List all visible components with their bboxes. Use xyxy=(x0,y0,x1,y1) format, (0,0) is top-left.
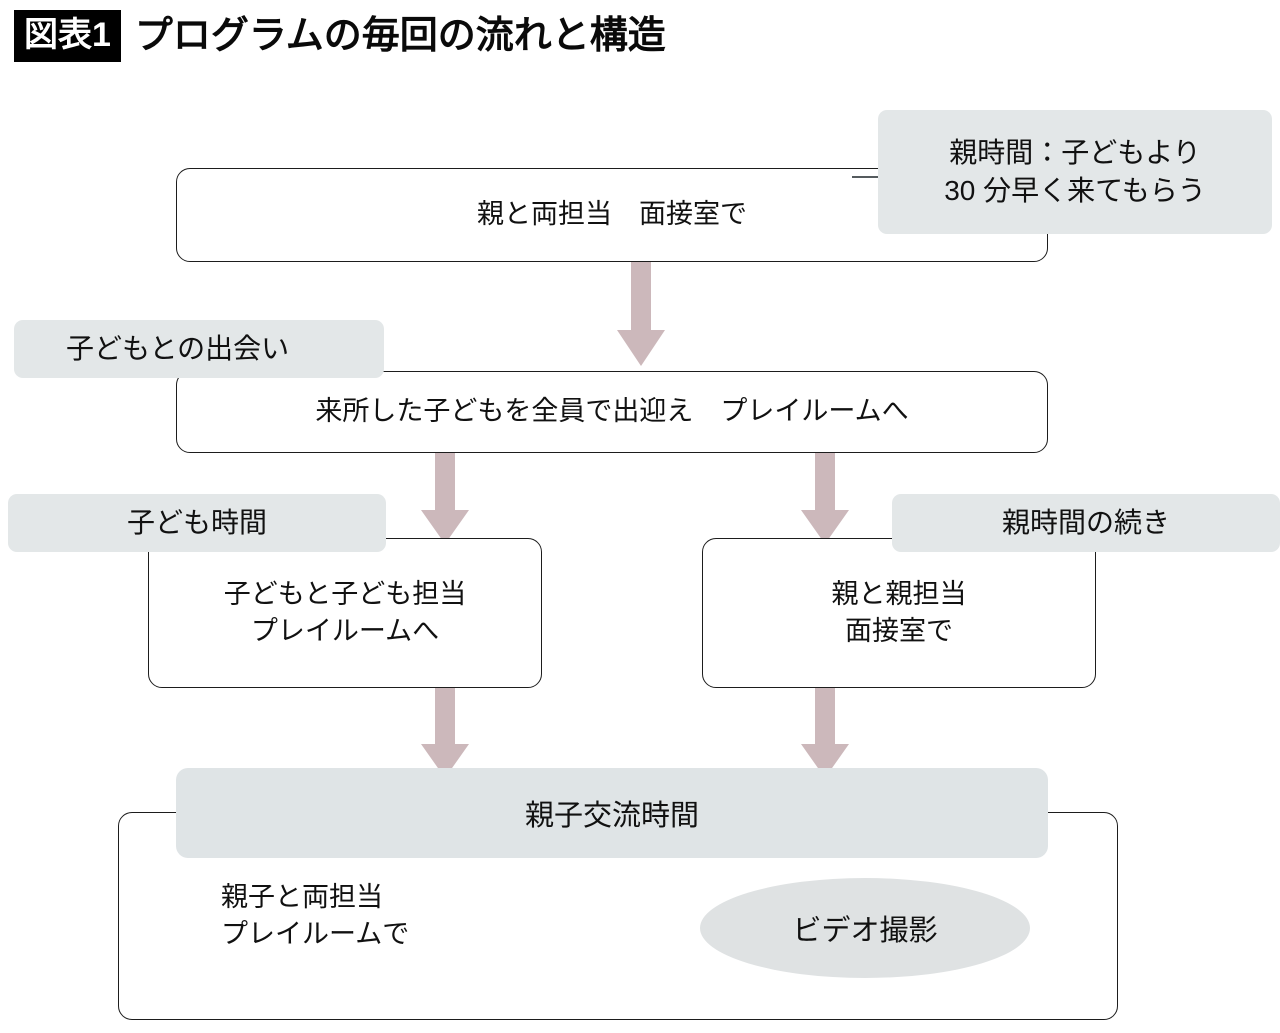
node-parent-session-line2: 面接室で xyxy=(845,616,953,646)
ellipse-video-recording-label: ビデオ撮影 xyxy=(792,915,938,947)
node-child-session[interactable]: 子どもと子ども担当 プレイルームへ xyxy=(148,538,542,688)
node-parent-interview-label: 親と両担当 面接室で xyxy=(477,199,747,230)
banner-family-exchange-time-label: 親子交流時間 xyxy=(524,800,699,832)
arrow-down-2 xyxy=(419,448,471,546)
tag-parent-time-note: 親時間：子どもより 30 分早く来てもらう xyxy=(878,110,1272,234)
node-welcome-children-label: 来所した子どもを全員で出迎え プレイルームへ xyxy=(315,396,909,427)
node-child-session-line2: プレイルームへ xyxy=(250,616,440,646)
tag-parent-time-continued: 親時間の続き xyxy=(892,494,1280,552)
tag-child-time: 子ども時間 xyxy=(8,494,386,552)
tag-meeting-children: 子どもとの出会い xyxy=(14,320,384,378)
callout-connector-parent-time xyxy=(852,176,884,178)
arrow-down-5 xyxy=(799,682,851,780)
node-family-session-line2: プレイルームで xyxy=(221,919,410,949)
arrow-down-3 xyxy=(799,448,851,546)
tag-parent-time-note-line1: 親時間：子どもより xyxy=(949,137,1201,169)
tag-parent-time-note-line2: 30 分早く来てもらう xyxy=(944,175,1206,206)
figure-number-badge: 図表1 xyxy=(14,10,121,62)
ellipse-video-recording: ビデオ撮影 xyxy=(700,878,1030,978)
tag-child-time-label: 子ども時間 xyxy=(126,507,267,539)
node-parent-session[interactable]: 親と親担当 面接室で xyxy=(702,538,1096,688)
banner-family-exchange-time: 親子交流時間 xyxy=(176,768,1048,858)
arrow-down-4 xyxy=(419,682,471,780)
node-welcome-children[interactable]: 来所した子どもを全員で出迎え プレイルームへ xyxy=(176,371,1048,453)
tag-parent-time-continued-label: 親時間の続き xyxy=(1001,507,1170,539)
tag-meeting-children-label: 子どもとの出会い xyxy=(66,333,290,365)
page-title: 図表1 プログラムの毎回の流れと構造 xyxy=(14,10,666,62)
arrow-down-1 xyxy=(615,258,667,368)
figure-title-text: プログラムの毎回の流れと構造 xyxy=(134,15,666,57)
node-parent-session-line1: 親と親担当 xyxy=(831,578,967,609)
node-family-session-line1: 親子と両担当 xyxy=(221,881,383,912)
node-child-session-line1: 子どもと子ども担当 xyxy=(223,578,467,609)
